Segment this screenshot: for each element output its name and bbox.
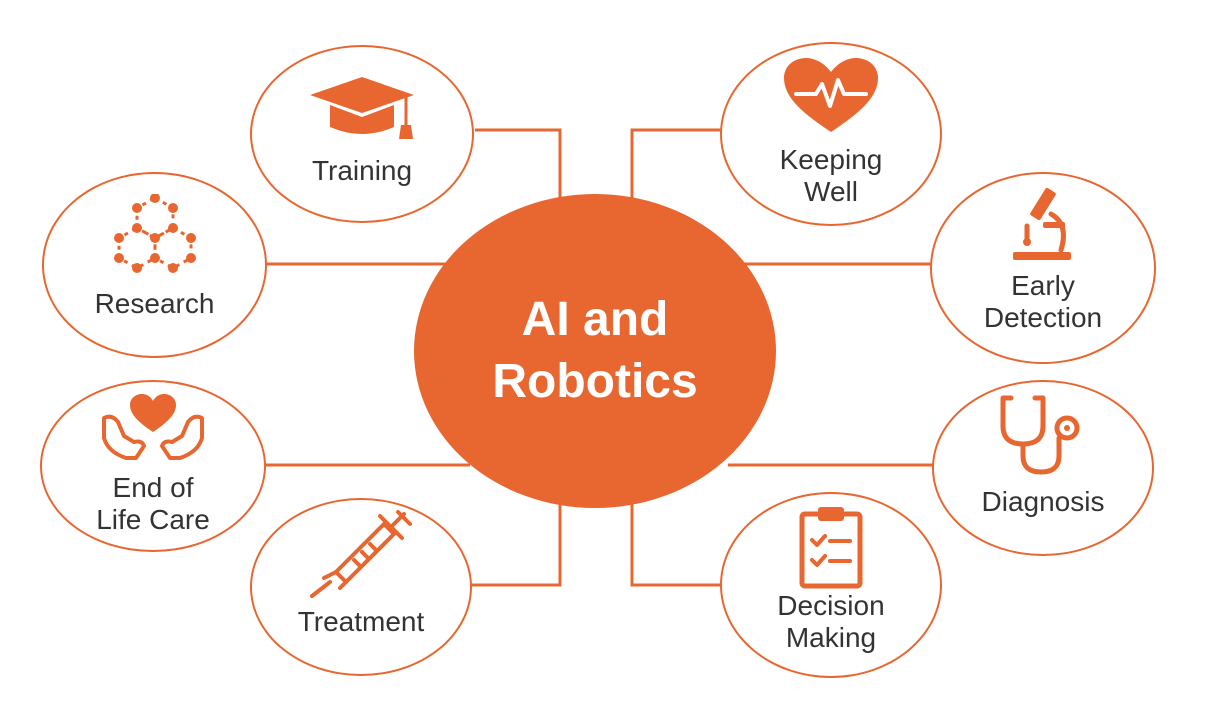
- microscope-icon: [1013, 188, 1071, 260]
- graduation-cap-icon: [310, 77, 414, 139]
- node-early-detection: Early Detection: [930, 172, 1156, 364]
- node-training: Training: [250, 45, 474, 223]
- training-label: Training: [311, 155, 413, 186]
- connector-keeping-well: [630, 128, 722, 205]
- decision-making-label: Decision Making: [777, 590, 885, 653]
- center-label: AI and Robotics: [492, 293, 698, 408]
- node-research: Research: [42, 172, 267, 358]
- connector-treatment: [470, 500, 562, 587]
- diagnosis-label: Diagnosis: [981, 486, 1105, 517]
- connector-decision-making: [630, 500, 722, 587]
- node-keeping-well: Keeping Well: [720, 42, 942, 226]
- heartbeat-icon: [784, 58, 878, 132]
- hands-heart-icon: [102, 394, 204, 460]
- clipboard-checklist-icon: [799, 507, 863, 589]
- treatment-label: Treatment: [297, 606, 425, 637]
- syringe-icon: [310, 510, 412, 598]
- connector-training: [475, 128, 562, 205]
- keeping-well-label: Keeping Well: [779, 144, 883, 207]
- end-of-life-care-label: End of Life Care: [96, 472, 210, 535]
- molecule-icon: [113, 194, 196, 273]
- node-treatment: Treatment: [250, 498, 472, 676]
- node-end-of-life-care: End of Life Care: [40, 380, 266, 552]
- node-diagnosis: Diagnosis: [932, 380, 1154, 556]
- early-detection-label: Early Detection: [983, 270, 1103, 333]
- stethoscope-icon: [1000, 395, 1080, 475]
- research-label: Research: [94, 288, 215, 319]
- center-node: AI and Robotics: [414, 194, 776, 508]
- node-decision-making: Decision Making: [720, 492, 942, 678]
